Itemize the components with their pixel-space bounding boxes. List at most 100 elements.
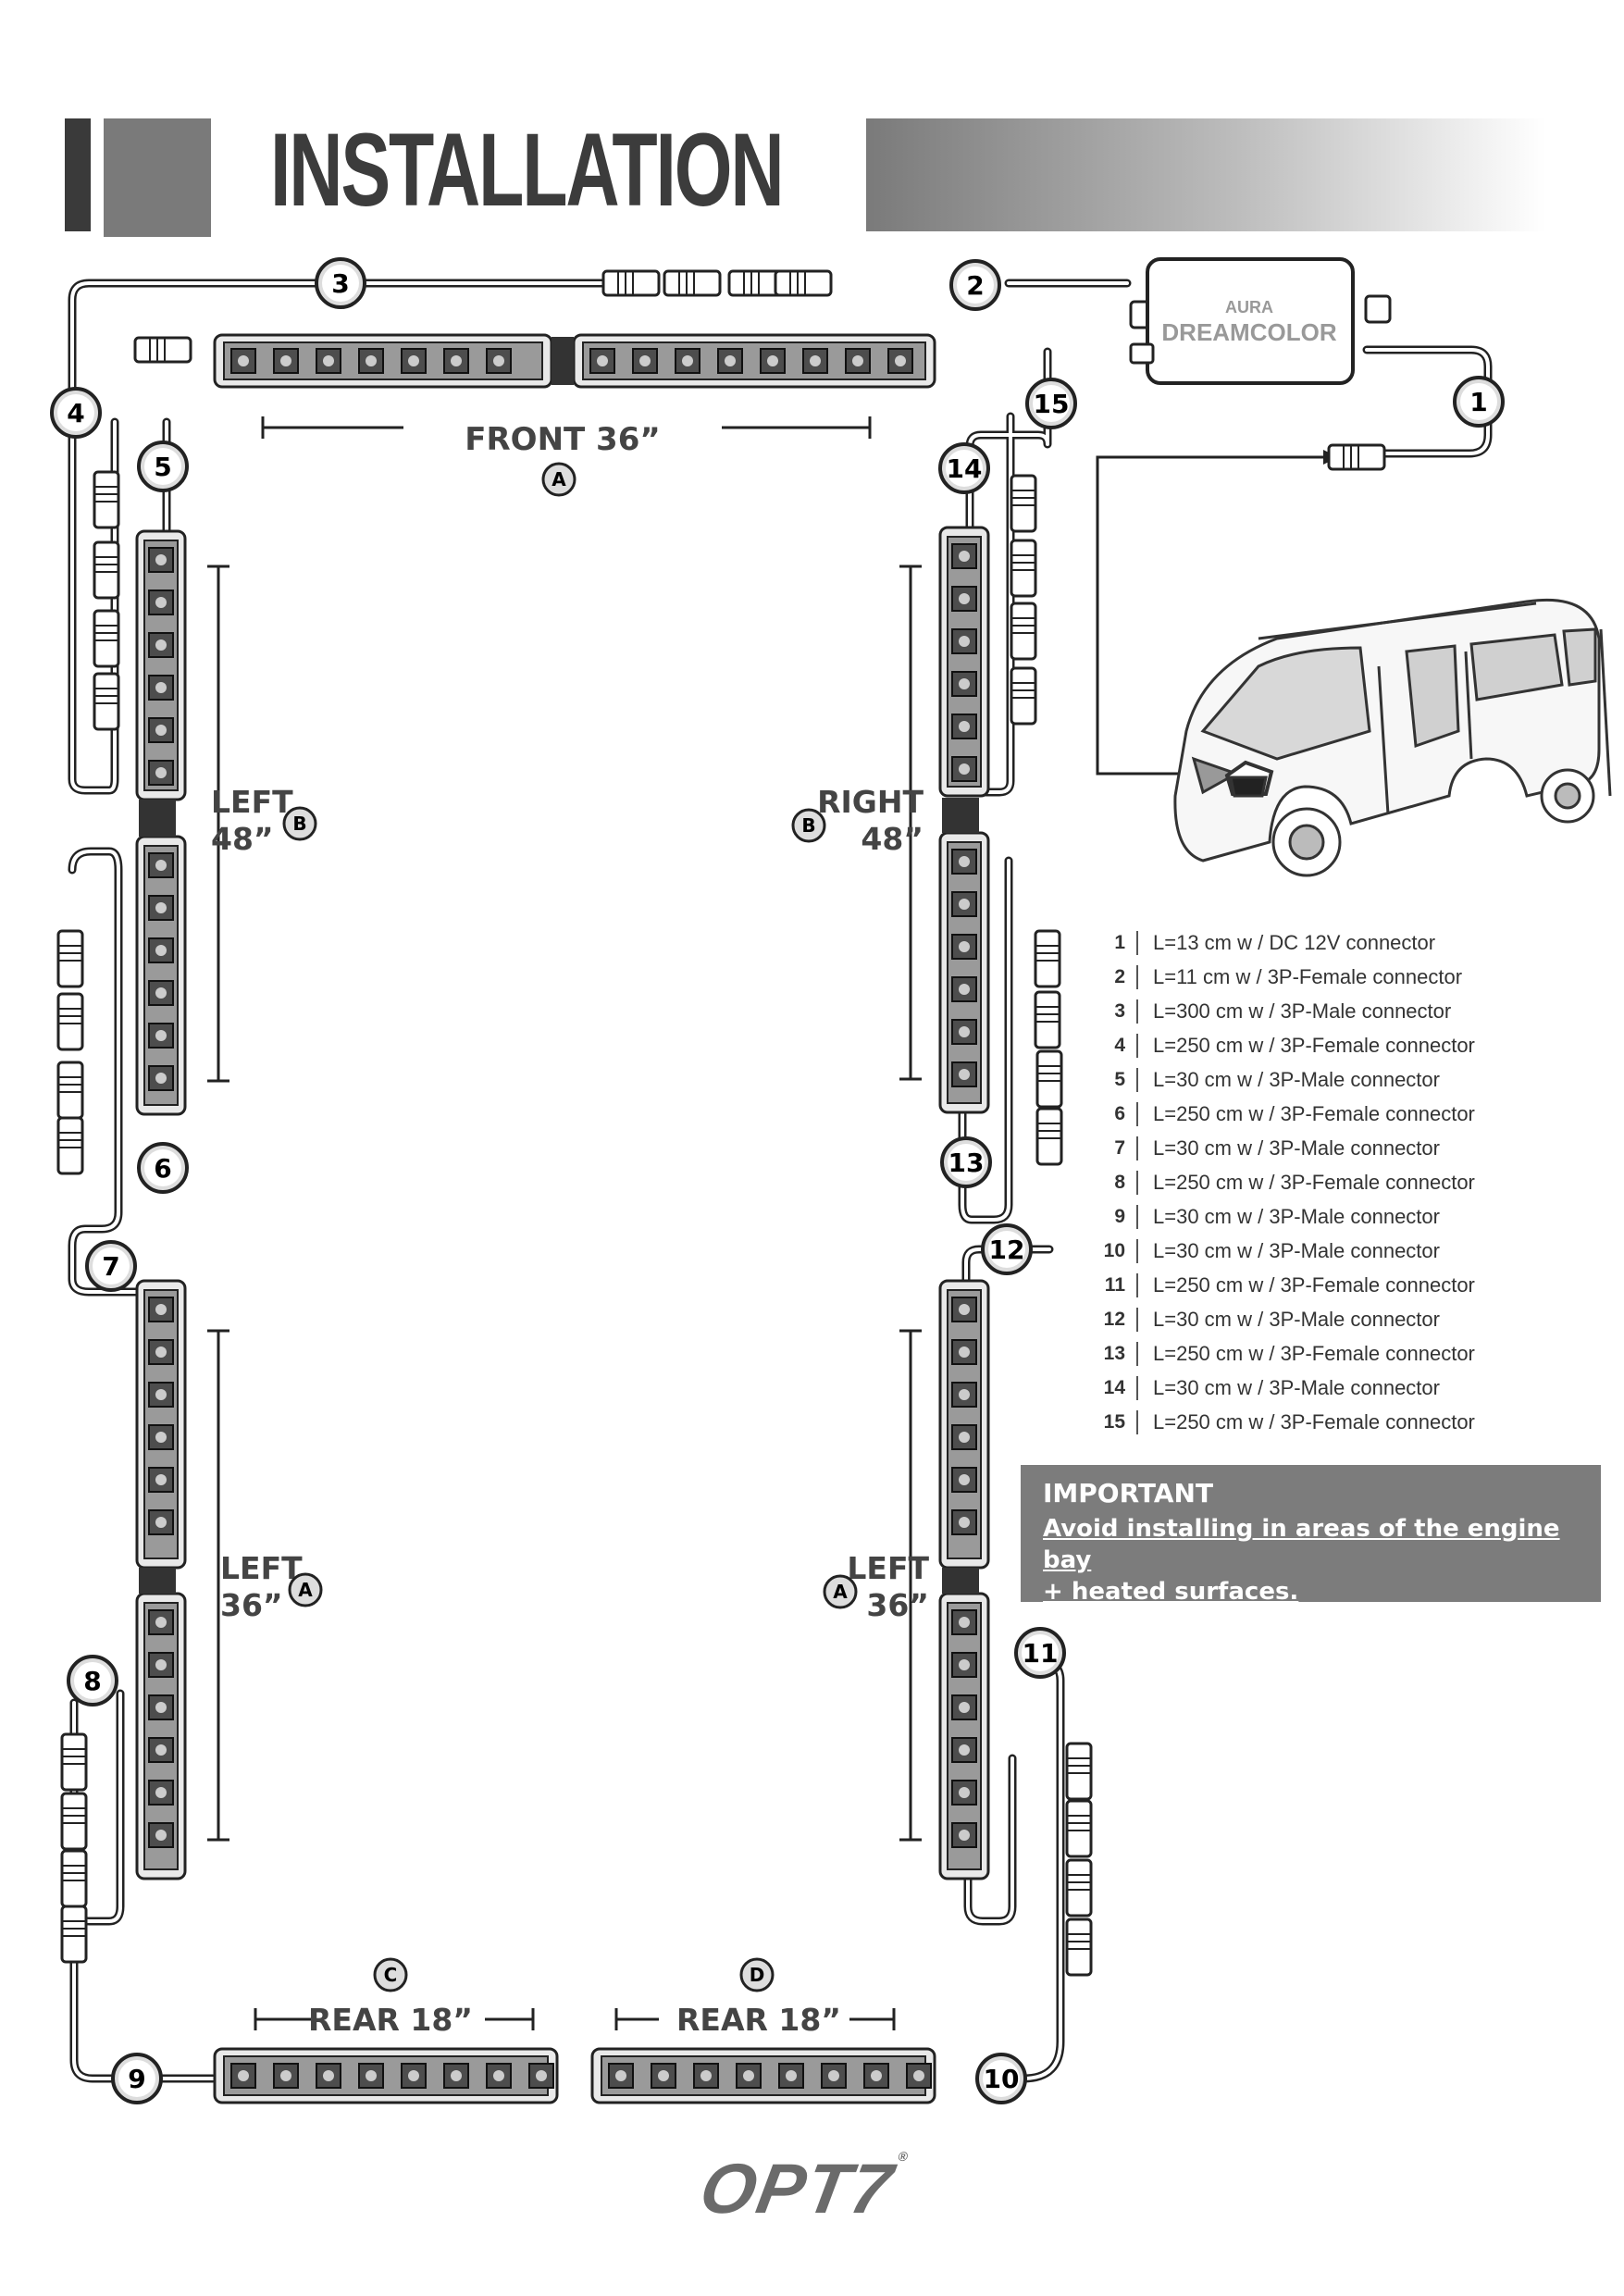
led-strip-front-right [572, 333, 936, 389]
connector-13-nut [1034, 990, 1061, 1049]
strip-joint [139, 800, 176, 837]
wire-callout-number: 2 [966, 270, 984, 301]
legend-description: L=300 cm w / 3P-Male connector [1153, 999, 1452, 1023]
svg-text:B: B [801, 814, 815, 837]
wire-callout-number: 8 [83, 1666, 101, 1696]
badge-left-a: A [288, 1572, 323, 1607]
badge-left-b: B [282, 806, 317, 841]
legend-separator [1136, 1170, 1138, 1195]
led-strip-right-b-lower [938, 831, 990, 1114]
legend-description: L=250 cm w / 3P-Female connector [1153, 1170, 1475, 1194]
legend-number: 12 [1103, 1308, 1125, 1330]
logo-text: OPT7 [694, 2150, 899, 2228]
connector-4-nut [93, 540, 120, 600]
legend-separator [1136, 1341, 1138, 1366]
wire-callout-4: 4 [50, 387, 102, 439]
legend-description: L=250 cm w / 3P-Female connector [1153, 1033, 1475, 1057]
badge-rear-d: D [739, 1957, 775, 1992]
legend-number: 4 [1114, 1034, 1125, 1056]
legend-separator [1136, 1136, 1138, 1160]
controller-brand: AURA [1225, 298, 1273, 316]
connector-6-female [56, 929, 84, 988]
legend-separator [1136, 1375, 1138, 1400]
led-strip-left-b-upper [135, 529, 187, 801]
legend-number: 7 [1114, 1136, 1125, 1159]
wire-callout-number: 7 [102, 1251, 119, 1282]
wire-callout-5: 5 [137, 441, 189, 492]
legend-separator [1136, 1204, 1138, 1229]
connector-15-female [1010, 474, 1037, 533]
important-body-line-1: Avoid installing in areas of the engine … [1043, 1515, 1560, 1574]
wire-callout-number: 5 [154, 452, 171, 482]
legend-number: 13 [1103, 1342, 1125, 1364]
wire-callout-6: 6 [137, 1142, 189, 1194]
important-title: IMPORTANT [1043, 1478, 1214, 1508]
legend-number: 11 [1104, 1273, 1125, 1296]
svg-text:A: A [833, 1581, 848, 1603]
pointer-line [1096, 455, 1323, 776]
wire-callout-number: 13 [948, 1148, 985, 1178]
legend-separator [1136, 964, 1138, 989]
led-strip-front-left [213, 333, 553, 389]
legend-separator [1136, 999, 1138, 1024]
legend-description: L=30 cm w / 3P-Male connector [1153, 1067, 1440, 1091]
strip-labels: FRONT 36” LEFT 48” RIGHT 48” LEFT 36” LE… [211, 421, 929, 2038]
connector-14-male [1010, 602, 1037, 661]
legend-description: L=30 cm w / 3P-Male connector [1153, 1307, 1440, 1331]
svg-text:A: A [552, 468, 566, 490]
important-notice: IMPORTANT Avoid installing in areas of t… [1021, 1465, 1601, 1606]
wire-callout-15: 15 [1025, 378, 1077, 429]
label-right-b-length: 48” [861, 821, 924, 857]
van-illustration [1173, 598, 1612, 877]
dimension-lines [207, 416, 922, 2030]
connector-3-male [601, 269, 661, 297]
label-rear-c: REAR 18” [308, 2002, 473, 2038]
wire-callout-7: 7 [85, 1240, 137, 1292]
connector-9-nut [60, 1905, 88, 1964]
connector-7-nut [56, 1116, 84, 1175]
legend-separator [1136, 930, 1138, 955]
wire-callout-2: 2 [949, 259, 1001, 311]
strip-joint [139, 1568, 176, 1594]
led-strip-left-a-upper [135, 1279, 187, 1570]
strip-joint [942, 1568, 979, 1594]
legend-separator [1136, 1067, 1138, 1092]
legend-separator [1136, 1409, 1138, 1434]
connector-15-nut [1010, 539, 1037, 598]
svg-text:C: C [384, 1964, 398, 1986]
connector-4-splitter [133, 336, 192, 364]
label-right-b-name: RIGHT [817, 784, 924, 820]
connector-12-nut [1035, 1107, 1063, 1166]
led-strip-rear-d [590, 2047, 936, 2104]
connector-8-nut [60, 1792, 88, 1851]
wire-callout-10: 10 [975, 2053, 1027, 2104]
wire-callout-number: 10 [984, 2064, 1020, 2094]
legend-number: 5 [1114, 1068, 1125, 1090]
wire-callout-3: 3 [315, 257, 366, 309]
connector-7-male [56, 1061, 84, 1120]
title-gradient-bar [866, 118, 1545, 231]
label-right-a-name: LEFT [847, 1550, 929, 1586]
wire-callout-11: 11 [1014, 1627, 1066, 1679]
wire-callout-number: 14 [947, 453, 983, 484]
legend-description: L=30 cm w / 3P-Male connector [1153, 1238, 1440, 1262]
connector-11-nut [1065, 1799, 1093, 1858]
legend-row: 12 L=30 cm w / 3P-Male connector [1097, 1302, 1523, 1336]
title-accent-gray [104, 118, 211, 237]
legend-description: L=11 cm w / 3P-Female connector [1153, 964, 1463, 988]
strip-joint [552, 337, 574, 385]
badge-right-b: B [791, 808, 826, 843]
page-title: INSTALLATION [270, 112, 785, 228]
wire-callout-number: 6 [154, 1153, 171, 1184]
connector-12-male [1035, 1049, 1063, 1109]
badge-right-a: A [823, 1574, 858, 1609]
legend-description: L=250 cm w / 3P-Female connector [1153, 1409, 1475, 1433]
connector-6-nut [56, 992, 84, 1051]
